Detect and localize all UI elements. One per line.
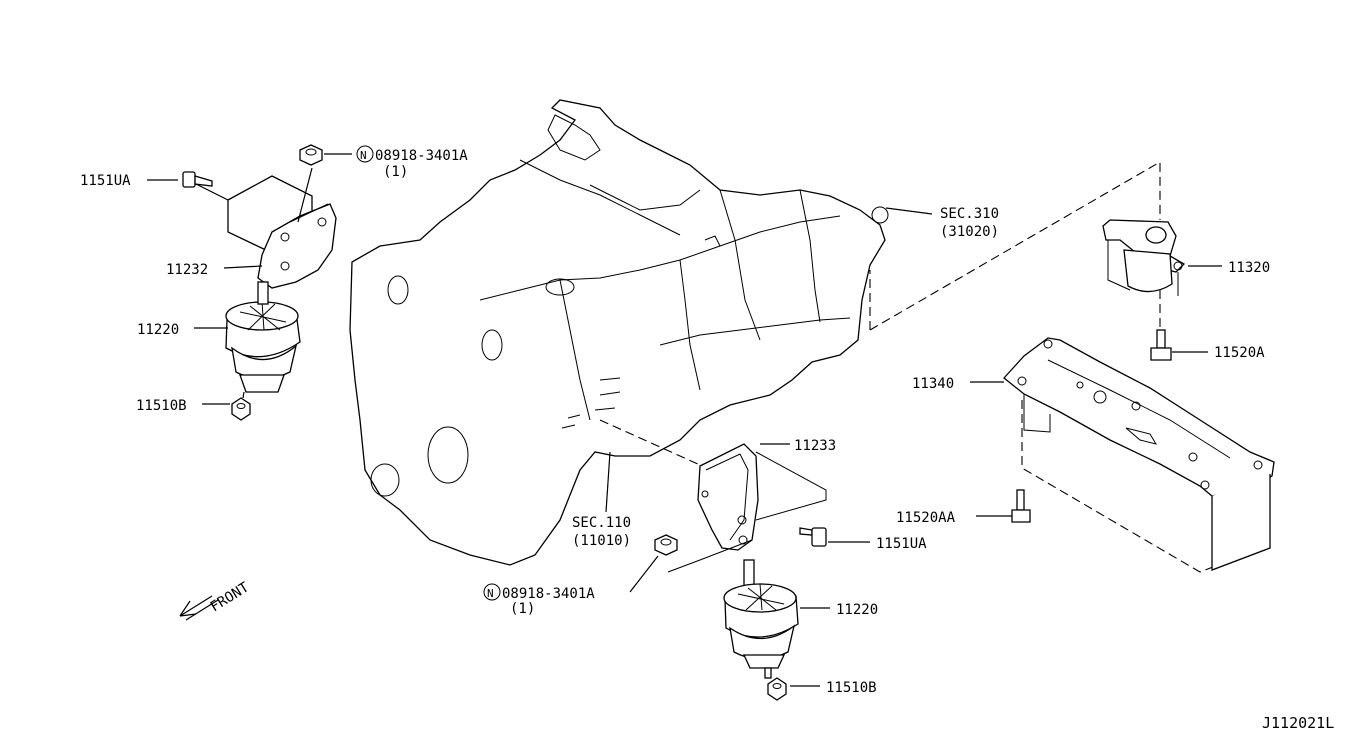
nut-08918-top bbox=[299, 144, 323, 166]
front-label: FRONT bbox=[208, 579, 253, 615]
label-member: 11340 bbox=[912, 376, 954, 392]
leader-lines bbox=[147, 153, 1222, 687]
label-sec-110-ref: (11010) bbox=[572, 533, 631, 549]
label-bolt-member: 11520AA bbox=[896, 510, 956, 526]
diagram-id: J112021L bbox=[1262, 714, 1334, 732]
bolt-11520aa bbox=[1011, 489, 1031, 523]
bolt-11520a bbox=[1150, 329, 1172, 361]
nut-08918-bottom bbox=[654, 534, 678, 556]
bolt-1151ua-left bbox=[182, 171, 213, 188]
label-nut-left: 11510B bbox=[136, 398, 187, 414]
label-bracket-left: 11232 bbox=[166, 262, 208, 278]
label-insulator-right: 11220 bbox=[836, 602, 878, 618]
label-bolt-left: 1151UA bbox=[80, 173, 131, 189]
label-nut-top: 08918-3401A bbox=[375, 148, 468, 164]
label-bolt-right: 1151UA bbox=[876, 536, 927, 552]
bracket-right-11233 bbox=[667, 443, 827, 573]
nut-11510b-left bbox=[231, 391, 251, 421]
label-nut-bottom: 08918-3401A bbox=[502, 586, 595, 602]
insulator-right-11220 bbox=[723, 559, 799, 679]
label-sec-310-ref: (31020) bbox=[940, 224, 999, 240]
circled-n-top-text: N bbox=[360, 149, 367, 162]
front-arrow: FRONT bbox=[179, 579, 253, 621]
label-sec-110: SEC.110 bbox=[572, 515, 631, 531]
circled-n-bottom-text: N bbox=[487, 587, 494, 600]
label-nut-bottom-qty: (1) bbox=[510, 601, 535, 617]
label-bolt-rear: 11520A bbox=[1214, 345, 1265, 361]
label-nut-right: 11510B bbox=[826, 680, 877, 696]
label-mount-rear: 11320 bbox=[1228, 260, 1270, 276]
label-sec-310: SEC.310 bbox=[940, 206, 999, 222]
bolt-1151ua-right bbox=[799, 527, 827, 547]
label-insulator-left: 11220 bbox=[137, 322, 179, 338]
engine-assembly bbox=[349, 99, 889, 566]
circled-n-icon-top bbox=[356, 145, 374, 163]
member-11340 bbox=[1003, 337, 1275, 571]
label-nut-top-qty: (1) bbox=[383, 164, 408, 180]
nut-11510b-right bbox=[767, 677, 787, 701]
circled-n-icon-bottom bbox=[483, 583, 501, 601]
mount-rear-11320 bbox=[1102, 219, 1186, 296]
label-bracket-right: 11233 bbox=[794, 438, 836, 454]
bracket-left-11232 bbox=[195, 167, 337, 289]
insulator-left-11220 bbox=[225, 281, 301, 393]
